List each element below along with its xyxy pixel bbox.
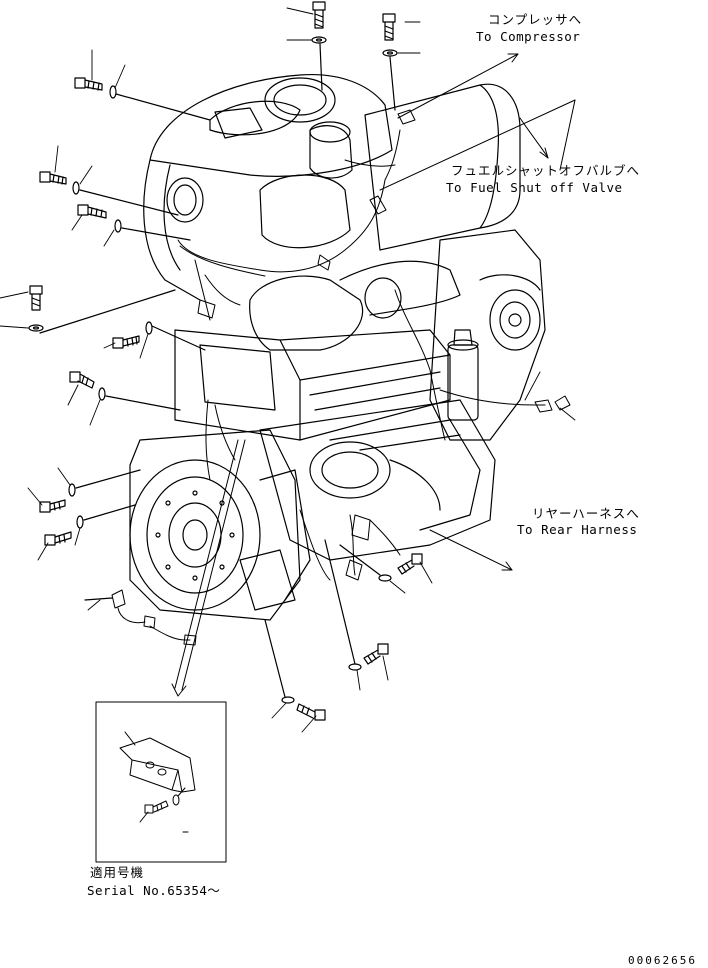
serial-label-jp: 適用号機 xyxy=(90,865,145,880)
washer-icon xyxy=(109,85,117,99)
washer-icon xyxy=(281,696,295,704)
callout-leaders xyxy=(0,7,576,733)
washer-icon xyxy=(114,219,122,233)
drawing-code: 00062656 xyxy=(628,954,697,967)
bolt-icon xyxy=(29,285,43,311)
washer-icon xyxy=(76,515,84,529)
washer-icon xyxy=(378,574,392,582)
to-compressor-label-jp: コンプレッサへ xyxy=(488,12,583,27)
washer-icon xyxy=(98,387,106,401)
washer-icon xyxy=(145,321,153,335)
washer-icon xyxy=(348,663,362,671)
bolt-icon xyxy=(312,1,326,29)
fasteners xyxy=(28,1,423,721)
bracket-detail xyxy=(119,731,196,833)
bolt-icon xyxy=(44,531,72,546)
routing-arrows xyxy=(171,53,576,697)
engine-block xyxy=(129,73,546,621)
bolt-icon xyxy=(397,553,423,575)
washer-icon xyxy=(72,181,80,195)
bolt-icon xyxy=(77,204,107,219)
bolt-icon xyxy=(144,800,169,814)
wiring-harness xyxy=(111,129,571,646)
washer-icon xyxy=(28,324,44,332)
detail-inset xyxy=(95,701,227,863)
bolt-icon xyxy=(112,335,140,349)
bolt-icon xyxy=(69,371,95,389)
serial-label: Serial No.65354～ xyxy=(87,883,221,898)
washer-icon xyxy=(172,794,180,806)
to-rear-harness-label: To Rear Harness xyxy=(517,522,638,537)
washer-icon xyxy=(382,49,398,57)
bolt-icon xyxy=(363,643,389,665)
washer-icon xyxy=(311,36,327,44)
to-fuel-valve-label-jp: フュエルシャットオフバルブへ xyxy=(451,163,641,178)
to-rear-harness-label-jp: リヤーハーネスへ xyxy=(532,506,640,521)
bolt-icon xyxy=(39,499,66,513)
to-compressor-label: To Compressor xyxy=(476,29,581,44)
bolt-icon xyxy=(382,13,396,41)
bolt-icon xyxy=(74,77,103,91)
washer-icon xyxy=(68,483,76,497)
to-fuel-valve-label: To Fuel Shut off Valve xyxy=(446,180,623,195)
bolt-icon xyxy=(296,703,326,721)
bolt-icon xyxy=(39,171,67,185)
